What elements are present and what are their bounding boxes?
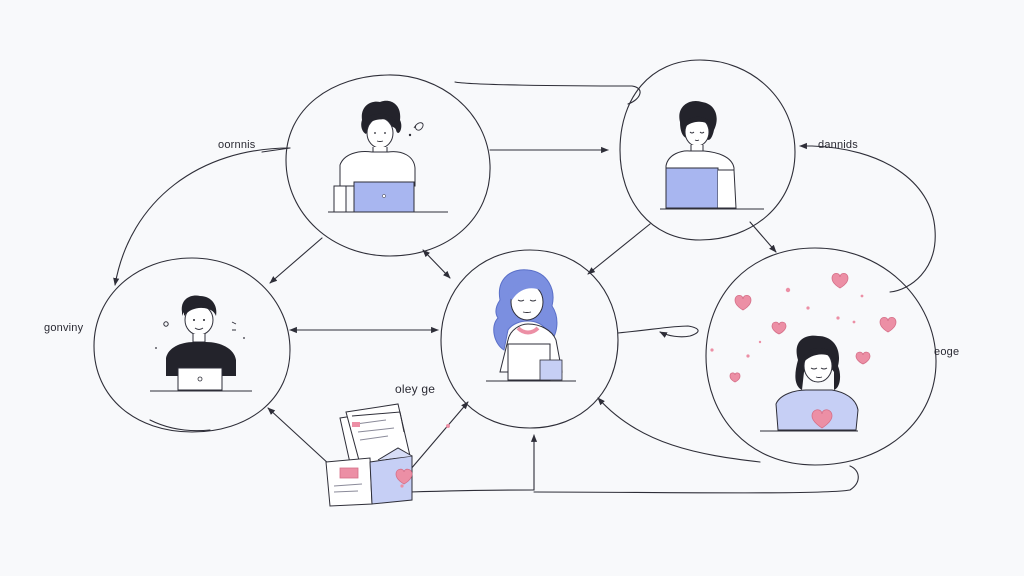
edge-topcenter-left xyxy=(269,237,323,284)
heart-icon xyxy=(729,372,741,383)
heart-icon xyxy=(831,272,849,289)
person-with-hearts-icon xyxy=(710,272,897,432)
heart-dot xyxy=(852,320,856,324)
heart-icon xyxy=(855,351,871,365)
edge-left-small xyxy=(149,419,211,432)
edge-top-arc xyxy=(454,81,641,105)
edge-topcenter-center xyxy=(422,249,451,279)
heart-dot xyxy=(860,294,864,298)
node-circle-top-center xyxy=(285,74,491,257)
edge-box-center xyxy=(409,401,469,471)
edge-demands-loop xyxy=(811,145,936,293)
edge-center-right xyxy=(617,325,699,338)
edge-bottom-loop xyxy=(533,465,859,494)
heart-icon xyxy=(771,321,787,335)
edge-box-left xyxy=(267,407,331,466)
edge-topright-right xyxy=(749,221,777,253)
heart-icon xyxy=(734,294,752,311)
heart-icon xyxy=(879,316,897,333)
label-top-right: dannids xyxy=(818,139,858,151)
edge-connects-loop xyxy=(113,147,291,286)
edge-topright-center xyxy=(587,223,651,275)
label-left: gonviny xyxy=(44,322,84,334)
edge-box-bottom xyxy=(409,434,538,493)
person-with-laptop-icon xyxy=(660,100,764,210)
node-circle-top-right xyxy=(619,59,796,241)
heart-dot xyxy=(785,287,791,293)
edge-right-center xyxy=(597,397,761,463)
person-with-laptop-icon xyxy=(150,295,252,392)
node-circle-left xyxy=(93,257,291,433)
blue-haired-person-icon xyxy=(486,269,576,382)
heart-dot xyxy=(806,306,810,310)
node-circle-center xyxy=(440,249,619,429)
label-paper-pile: oley ge xyxy=(395,382,436,396)
node-circle-right xyxy=(705,247,937,466)
label-right: eoge xyxy=(934,346,960,358)
heart-dot xyxy=(758,340,762,344)
heart-dot xyxy=(836,316,840,320)
edge-connects-tick xyxy=(261,147,291,153)
heart-dot xyxy=(710,348,714,352)
person-with-laptop-icon xyxy=(328,100,448,213)
paper-box-icon xyxy=(325,403,450,507)
label-top-left: oornnis xyxy=(218,139,256,151)
heart-dot xyxy=(746,354,750,358)
